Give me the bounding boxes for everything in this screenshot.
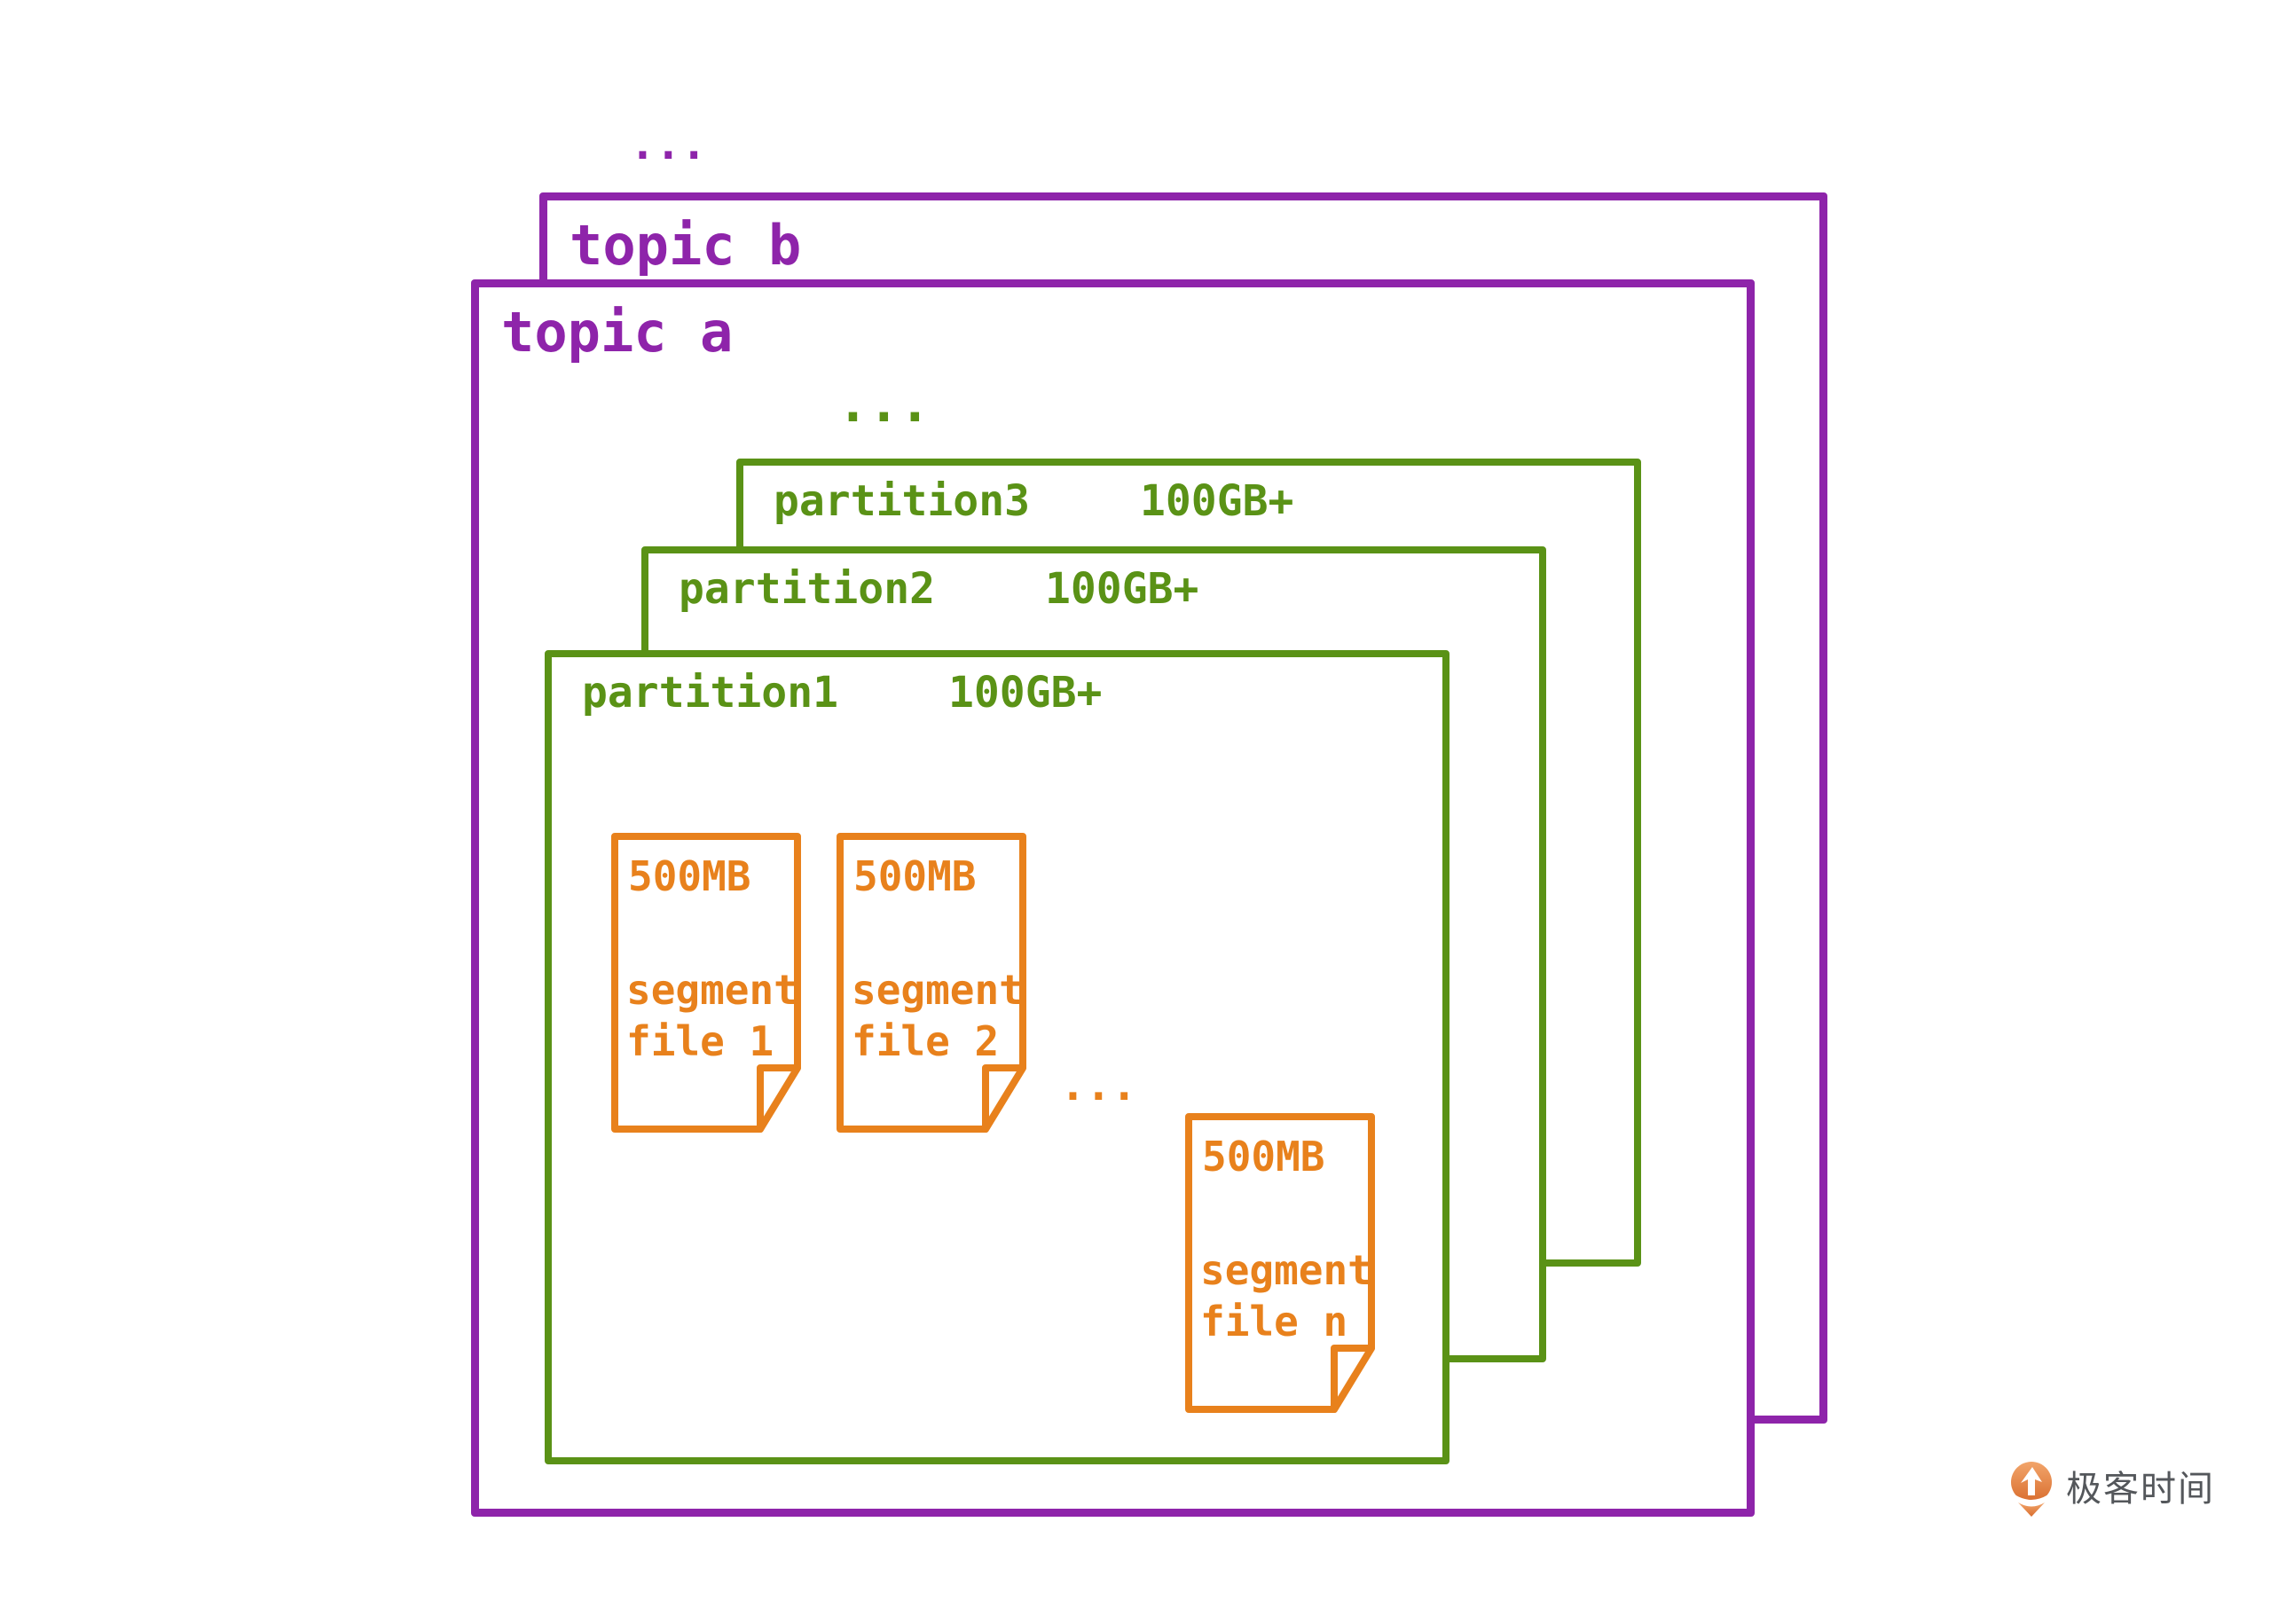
topics-ellipsis: ... (630, 120, 707, 169)
file-page-icon (611, 833, 801, 1133)
file-page-icon (837, 833, 1026, 1133)
geektime-logo: 极客时间 (2008, 1460, 2215, 1518)
segment-2-size: 500MB (853, 852, 977, 900)
geektime-logo-text: 极客时间 (2066, 1469, 2215, 1510)
segment-2-name-line2: file 2 (852, 1017, 1000, 1065)
partition3-size: 100GB+ (1140, 476, 1294, 526)
topic-b-label: topic b (570, 213, 802, 278)
segment-1-size: 500MB (628, 852, 751, 900)
segment-n-name-line1: segment (1200, 1246, 1372, 1294)
partition2-size: 100GB+ (1045, 564, 1199, 614)
partition2-label: partition2 (679, 564, 935, 614)
geektime-logo-icon (2011, 1462, 2052, 1517)
folded-corner-icon (757, 1064, 801, 1133)
segment-1-name-line1: segment (626, 966, 798, 1014)
segment-n-size: 500MB (1202, 1133, 1325, 1181)
segments-ellipsis: ... (1060, 1061, 1137, 1110)
folded-corner-icon (982, 1064, 1026, 1133)
partition1-size: 100GB+ (948, 668, 1103, 718)
segment-2-name-line1: segment (852, 966, 1024, 1014)
partitions-ellipsis: ... (837, 373, 931, 434)
topic-a-label: topic a (501, 300, 734, 365)
file-page-icon (1185, 1113, 1375, 1413)
segment-n-name-line2: file n (1200, 1298, 1348, 1345)
partition1-label: partition1 (582, 668, 838, 718)
segment-1-name-line2: file 1 (626, 1017, 774, 1065)
partition3-label: partition3 (774, 476, 1030, 526)
folded-corner-icon (1331, 1345, 1375, 1413)
